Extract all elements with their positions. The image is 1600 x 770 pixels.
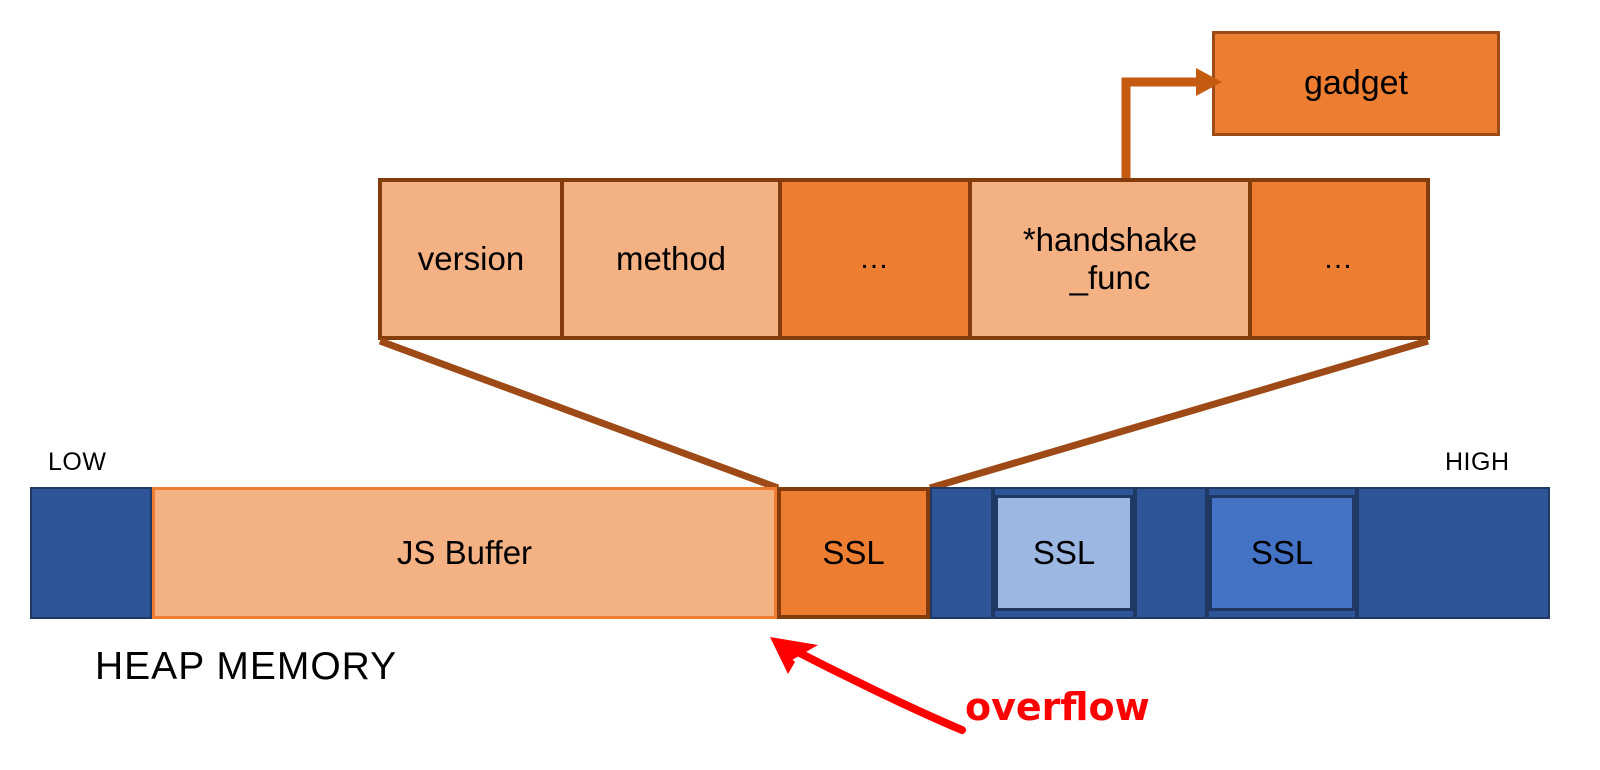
heap-segment-free-1 <box>930 487 993 619</box>
heap-high-label: HIGH <box>1445 448 1510 476</box>
struct-cell-method: method <box>564 182 782 336</box>
zoom-connector-lines <box>378 337 1429 492</box>
heap-segment-ssl-mid-label: SSL <box>1250 534 1314 571</box>
heap-segment-free-2 <box>1135 487 1207 619</box>
heap-segment-ssl-light-inner: SSL <box>995 495 1133 611</box>
heap-memory-bar: JS Buffer SSL SSL SSL <box>30 487 1550 619</box>
struct-cell-ellipsis-right: … <box>1252 182 1426 336</box>
heap-segment-free-3 <box>1357 487 1550 619</box>
struct-cell-handshake-func-label: *handshake_func <box>1022 221 1198 296</box>
heap-segment-free-0 <box>30 487 152 619</box>
heap-segment-js-buffer-label: JS Buffer <box>396 534 533 571</box>
struct-cell-ellipsis-left: … <box>782 182 972 336</box>
handshake-pointer-arrow <box>1121 68 1222 182</box>
heap-low-label: LOW <box>48 448 107 476</box>
struct-cell-method-label: method <box>615 240 727 278</box>
gadget-label: gadget <box>1304 64 1408 103</box>
heap-segment-ssl-overflowed: SSL <box>777 487 930 619</box>
overflow-arrow-icon <box>770 637 966 734</box>
heap-memory-caption: HEAP MEMORY <box>95 645 398 688</box>
heap-segment-ssl-mid-inner: SSL <box>1209 495 1355 611</box>
struct-cell-ellipsis-right-label: … <box>1323 241 1355 275</box>
heap-segment-ssl-light-label: SSL <box>1032 534 1096 571</box>
struct-cell-ellipsis-left-label: … <box>859 241 891 275</box>
heap-segment-ssl-overflowed-label: SSL <box>822 534 885 571</box>
heap-segment-js-buffer: JS Buffer <box>152 487 777 619</box>
struct-cell-handshake-func: *handshake_func <box>972 182 1252 336</box>
heap-segment-ssl-light: SSL <box>993 487 1135 619</box>
heap-segment-ssl-mid: SSL <box>1207 487 1357 619</box>
gadget-box: gadget <box>1212 31 1500 136</box>
ssl-struct-strip: version method … *handshake_func … <box>378 178 1430 340</box>
overflow-annotation-label: overflow <box>965 685 1150 729</box>
struct-cell-version: version <box>382 182 564 336</box>
struct-cell-version-label: version <box>417 240 525 278</box>
